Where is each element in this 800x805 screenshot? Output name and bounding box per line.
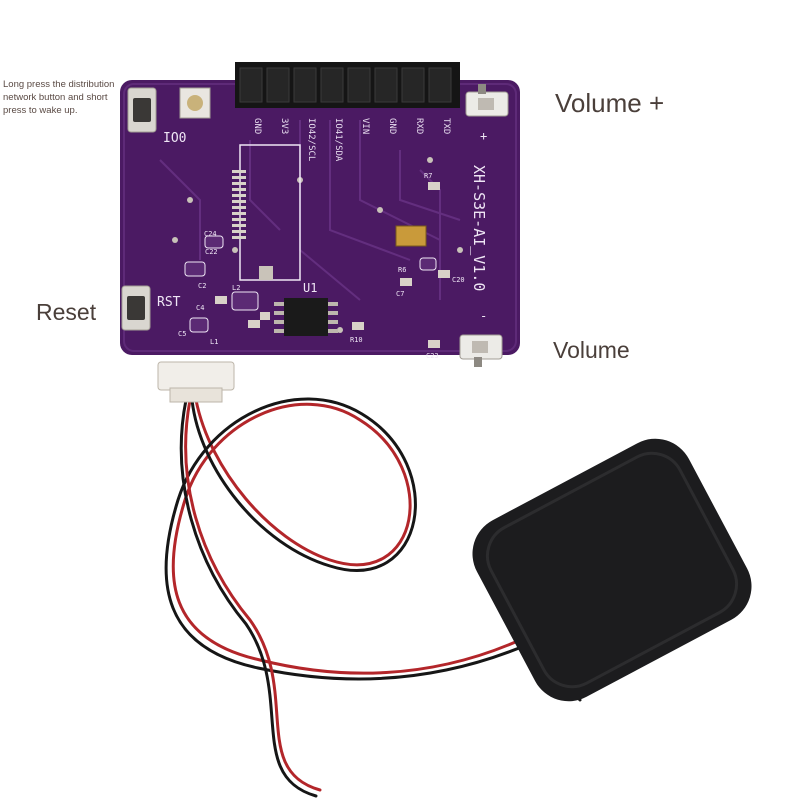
- minus-mark: -: [480, 309, 487, 323]
- io0-button: [127, 87, 157, 133]
- plus-mark: +: [480, 129, 487, 143]
- pin-labels: GND 3V3 IO42/SCL IO41/SDA VIN GND RXD TX…: [252, 118, 451, 162]
- rst-label: RST: [157, 295, 181, 310]
- component-label: R10: [350, 336, 363, 344]
- component-label: C23: [426, 352, 439, 360]
- soic-chip: [274, 298, 338, 336]
- volume-plus-switch: [465, 84, 509, 117]
- board-model-label: XH-S3E-AI_V1.0: [470, 165, 488, 291]
- ribbon-connector: [232, 170, 246, 239]
- component-labels: C24 C22 C2 C4 C5 L1 L2 C7 C23 R7 R10 C20…: [178, 129, 487, 360]
- component-label: R6: [398, 266, 406, 274]
- reset-label: Reset: [36, 299, 97, 325]
- component-label: C20: [452, 276, 465, 284]
- component-label: C22: [205, 248, 218, 256]
- chip-label: U1: [303, 281, 317, 295]
- pin-label: IO42/SCL: [306, 118, 316, 161]
- pcb-board: [120, 80, 520, 355]
- rgb-led: [179, 87, 211, 119]
- pin-label: RXD: [414, 118, 424, 134]
- component-label: L2: [232, 284, 240, 292]
- pin-label: 3V3: [279, 118, 289, 134]
- io0-label: IO0: [163, 131, 186, 146]
- jst-connector: [157, 361, 235, 403]
- speaker: [472, 438, 752, 702]
- mic-pad: [259, 266, 273, 280]
- rst-button: [121, 285, 151, 331]
- component-label: C24: [204, 230, 217, 238]
- distribution-button-note: Long press the distribution network butt…: [3, 79, 115, 116]
- volume-minus-label: Volume: [553, 337, 630, 363]
- component-label: L1: [210, 338, 218, 346]
- smd-components: [184, 182, 450, 348]
- component-label: C5: [178, 330, 186, 338]
- volume-minus-switch: [459, 334, 503, 367]
- component-label: C4: [196, 304, 204, 312]
- volume-plus-label: Volume +: [555, 88, 665, 118]
- component-label: C2: [198, 282, 206, 290]
- pin-label: GND: [252, 118, 262, 134]
- pin-label: TXD: [441, 118, 451, 134]
- component-label: C7: [396, 290, 404, 298]
- pin-label: GND: [387, 118, 397, 134]
- pin-label: VIN: [360, 118, 370, 134]
- pin-label: IO41/SDA: [333, 118, 343, 162]
- component-label: R7: [424, 172, 432, 180]
- header-pin-row: [235, 62, 460, 108]
